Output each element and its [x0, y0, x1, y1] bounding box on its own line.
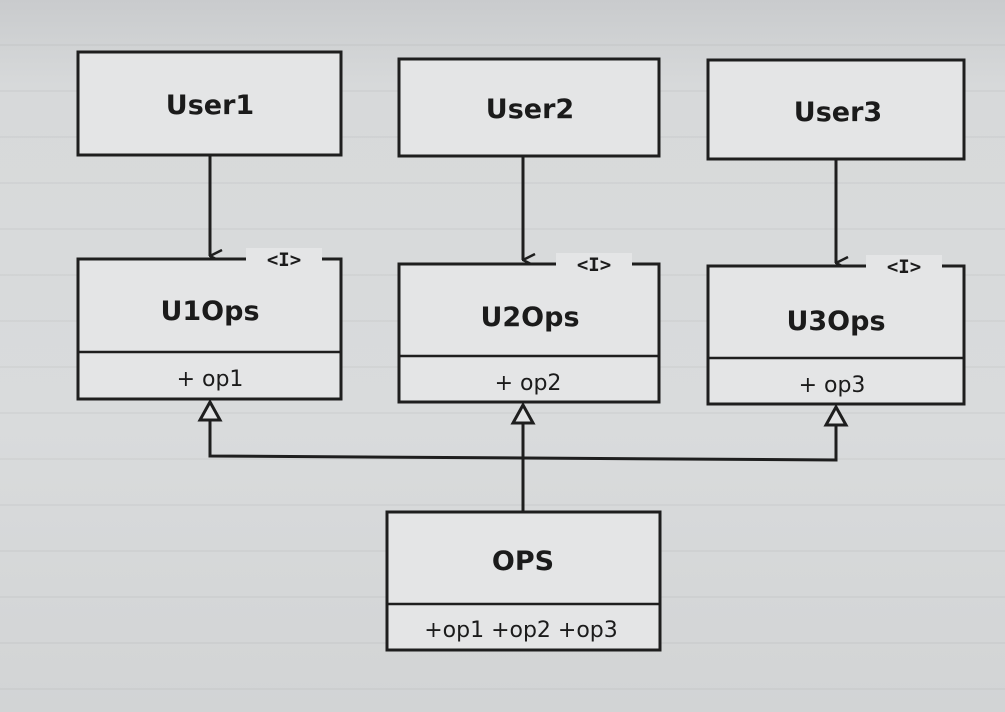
u2ops-stereotype: <I> [577, 254, 611, 276]
u3ops-operation: + op3 [799, 373, 866, 398]
realization-connectors [208, 418, 838, 512]
user2-box: User2 [397, 57, 661, 158]
u2ops-name: U2Ops [480, 302, 579, 333]
u1ops-realization-arrowhead [197, 398, 223, 422]
ops-name: OPS [492, 546, 554, 577]
u3ops-realization-arrowhead [823, 403, 849, 427]
u1ops-operation: + op1 [177, 367, 244, 392]
user3-label: User3 [794, 97, 882, 128]
u1ops-interface-box: <I> U1Ops + op1 [76, 248, 343, 401]
u3ops-name: U3Ops [786, 306, 885, 337]
u2ops-operation: + op2 [495, 371, 562, 396]
u2ops-interface-box: <I> U2Ops + op2 [397, 253, 661, 404]
user2-label: User2 [486, 94, 574, 125]
ops-operations: +op1 +op2 +op3 [424, 618, 618, 643]
u1ops-name: U1Ops [160, 296, 259, 327]
user1-box: User1 [76, 50, 343, 157]
u3ops-stereotype: <I> [887, 256, 921, 278]
ops-class-box: OPS +op1 +op2 +op3 [385, 510, 662, 652]
u1ops-stereotype: <I> [267, 249, 301, 271]
user3-box: User3 [706, 58, 966, 161]
u2ops-realization-arrowhead [510, 401, 536, 425]
u3ops-interface-box: <I> U3Ops + op3 [706, 255, 966, 406]
user1-label: User1 [166, 90, 254, 121]
